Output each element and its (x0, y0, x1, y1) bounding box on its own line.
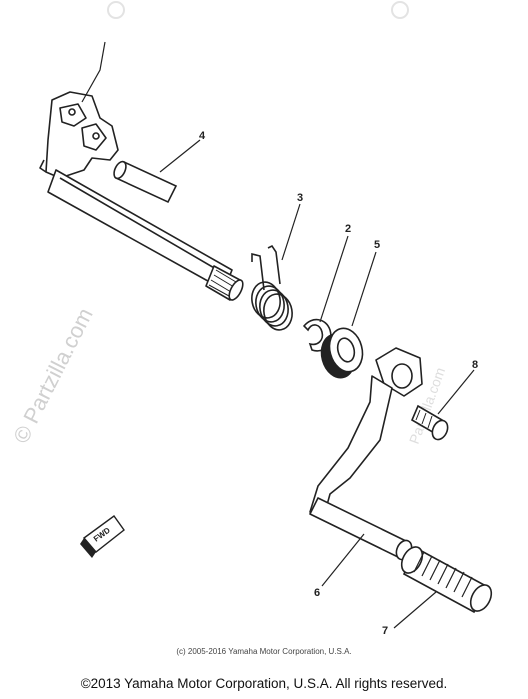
callout-7: 7 (382, 625, 388, 637)
part-shift-pedal (309, 347, 423, 561)
fwd-badge: FWD (80, 515, 125, 558)
callout-3: 3 (297, 192, 303, 204)
part-pin (113, 160, 178, 204)
callout-8: 8 (472, 359, 478, 371)
part-spring (251, 244, 293, 331)
watermark-logo-top-right (391, 1, 409, 19)
callout-4: 4 (199, 130, 206, 142)
part-bolt (410, 404, 449, 441)
part-oil-seal (320, 327, 364, 379)
diagram-copyright: (c) 2005-2016 Yamaha Motor Corporation, … (176, 647, 352, 656)
callout-2: 2 (345, 223, 351, 235)
callout-5: 5 (374, 239, 380, 251)
part-shift-shaft (39, 91, 244, 301)
watermark-left: © Partzilla.com (8, 304, 98, 447)
watermark-logo-top-left (107, 1, 125, 19)
part-pedal-rubber (400, 546, 493, 614)
callout-6: 6 (314, 587, 320, 599)
leader-lines (81, 41, 475, 629)
footer-copyright: ©2013 Yamaha Motor Corporation, U.S.A. A… (80, 676, 448, 691)
